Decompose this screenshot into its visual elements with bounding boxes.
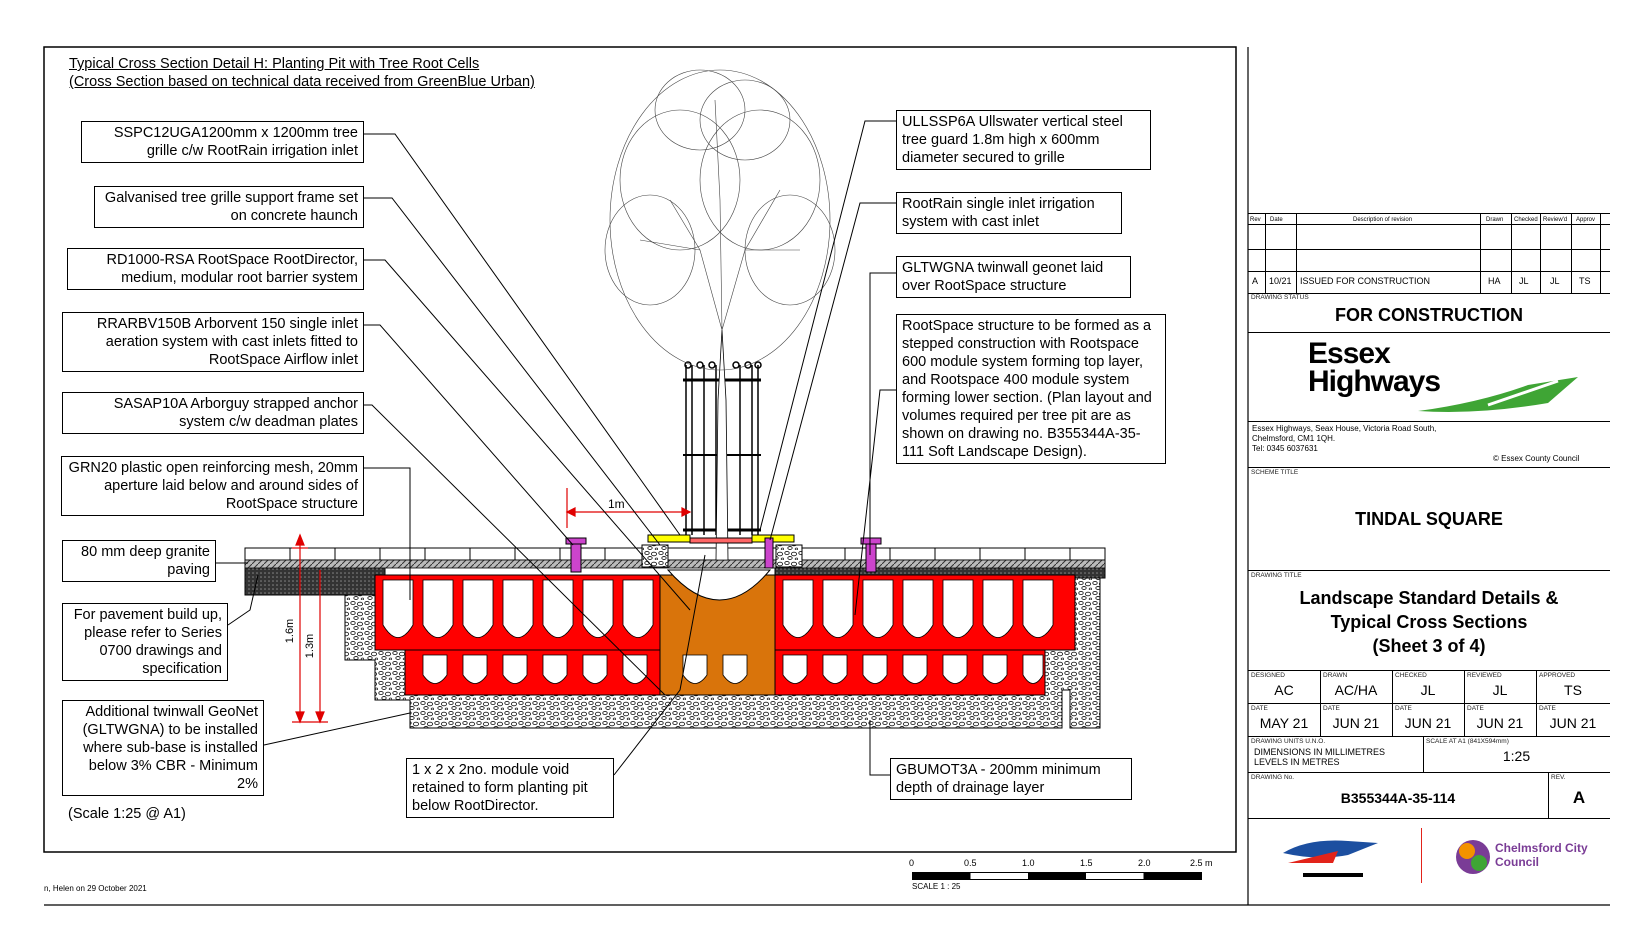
label-planting-void: 1 x 2 x 2no. module void retained to for…	[406, 758, 614, 818]
leader-lines	[216, 120, 896, 776]
label-rootspace-structure: RootSpace structure to be formed as a st…	[896, 314, 1166, 464]
grille-frame	[647, 534, 691, 543]
tree-trunk	[715, 329, 729, 561]
revision-table: Rev Date Description of revision Drawn C…	[1248, 213, 1610, 294]
dim-1m-text: 1m	[608, 497, 625, 511]
drawing-title: Landscape Standard Details & Typical Cro…	[1299, 588, 1559, 656]
drawing-number: B355344A-35-114	[1340, 790, 1456, 806]
revision-letter: A	[1572, 788, 1586, 807]
label-tree-guard: ULLSSP6A Ullswater vertical steel tree g…	[896, 110, 1151, 170]
dimension-1m	[565, 488, 692, 528]
label-rootrain: RootRain single inlet irrigation system …	[896, 192, 1122, 234]
scale-note: (Scale 1:25 @ A1)	[68, 806, 186, 822]
section-title-line2: (Cross Section based on technical data r…	[69, 74, 535, 90]
label-granite-paving: 80 mm deep granite paving	[62, 540, 216, 582]
chelmsford-logo: Chelmsford City Council	[1453, 835, 1603, 880]
label-geonet-over: GLTWGNA twinwall geonet laid over RootSp…	[896, 256, 1131, 298]
paving-surface	[244, 547, 1106, 561]
tree-guard	[683, 361, 762, 535]
scale-bar: 0 0.5 1.0 1.5 2.0 2.5 m SCALE 1 : 25	[909, 858, 1213, 891]
scheme-title: TINDAL SQUARE	[1355, 509, 1503, 529]
label-arborvent: RRARBV150B Arborvent 150 single inlet ae…	[62, 312, 364, 372]
dim-1-6m-text: 1.6m	[284, 618, 297, 644]
label-arborguy: SASAP10A Arborguy strapped anchor system…	[62, 392, 364, 434]
footer-note: n, Helen on 29 October 2021	[44, 884, 147, 893]
label-tree-grille: SSPC12UGA1200mm x 1200mm tree grille c/w…	[81, 121, 364, 163]
essex-highways-logo: Essex Highways	[1308, 339, 1578, 419]
label-grille-frame: Galvanised tree grille support frame set…	[94, 186, 364, 228]
dim-1-3m-text: 1.3m	[304, 633, 317, 659]
roles-row: DESIGNED DRAWN CHECKED REVIEWED APPROVED…	[1248, 670, 1610, 736]
chelmsford-flower-icon	[1456, 840, 1490, 874]
label-pavement-buildup: For pavement build up, please refer to S…	[62, 603, 228, 681]
tree-canopy	[604, 69, 836, 371]
logo-swoosh-icon	[1418, 377, 1578, 412]
rootspace-cells	[382, 579, 1054, 684]
label-drainage: GBUMOT3A - 200mm minimum depth of draina…	[890, 758, 1132, 800]
drawing-status: FOR CONSTRUCTION	[1335, 305, 1523, 325]
section-title: Typical Cross Section Detail H: Planting…	[69, 55, 535, 91]
label-reinforcing-mesh: GRN20 plastic open reinforcing mesh, 20m…	[61, 456, 364, 516]
partner-logo-icon	[1283, 840, 1378, 877]
title-block: Rev Date Description of revision Drawn C…	[1248, 213, 1610, 905]
drawing-frame	[43, 46, 1237, 853]
label-geonet-additional: Additional twinwall GeoNet (GLTWGNA) to …	[62, 700, 264, 796]
section-title-line1: Typical Cross Section Detail H: Planting…	[69, 56, 480, 72]
label-root-director: RD1000-RSA RootSpace RootDirector, mediu…	[67, 248, 364, 290]
dimension-depth	[292, 533, 328, 724]
